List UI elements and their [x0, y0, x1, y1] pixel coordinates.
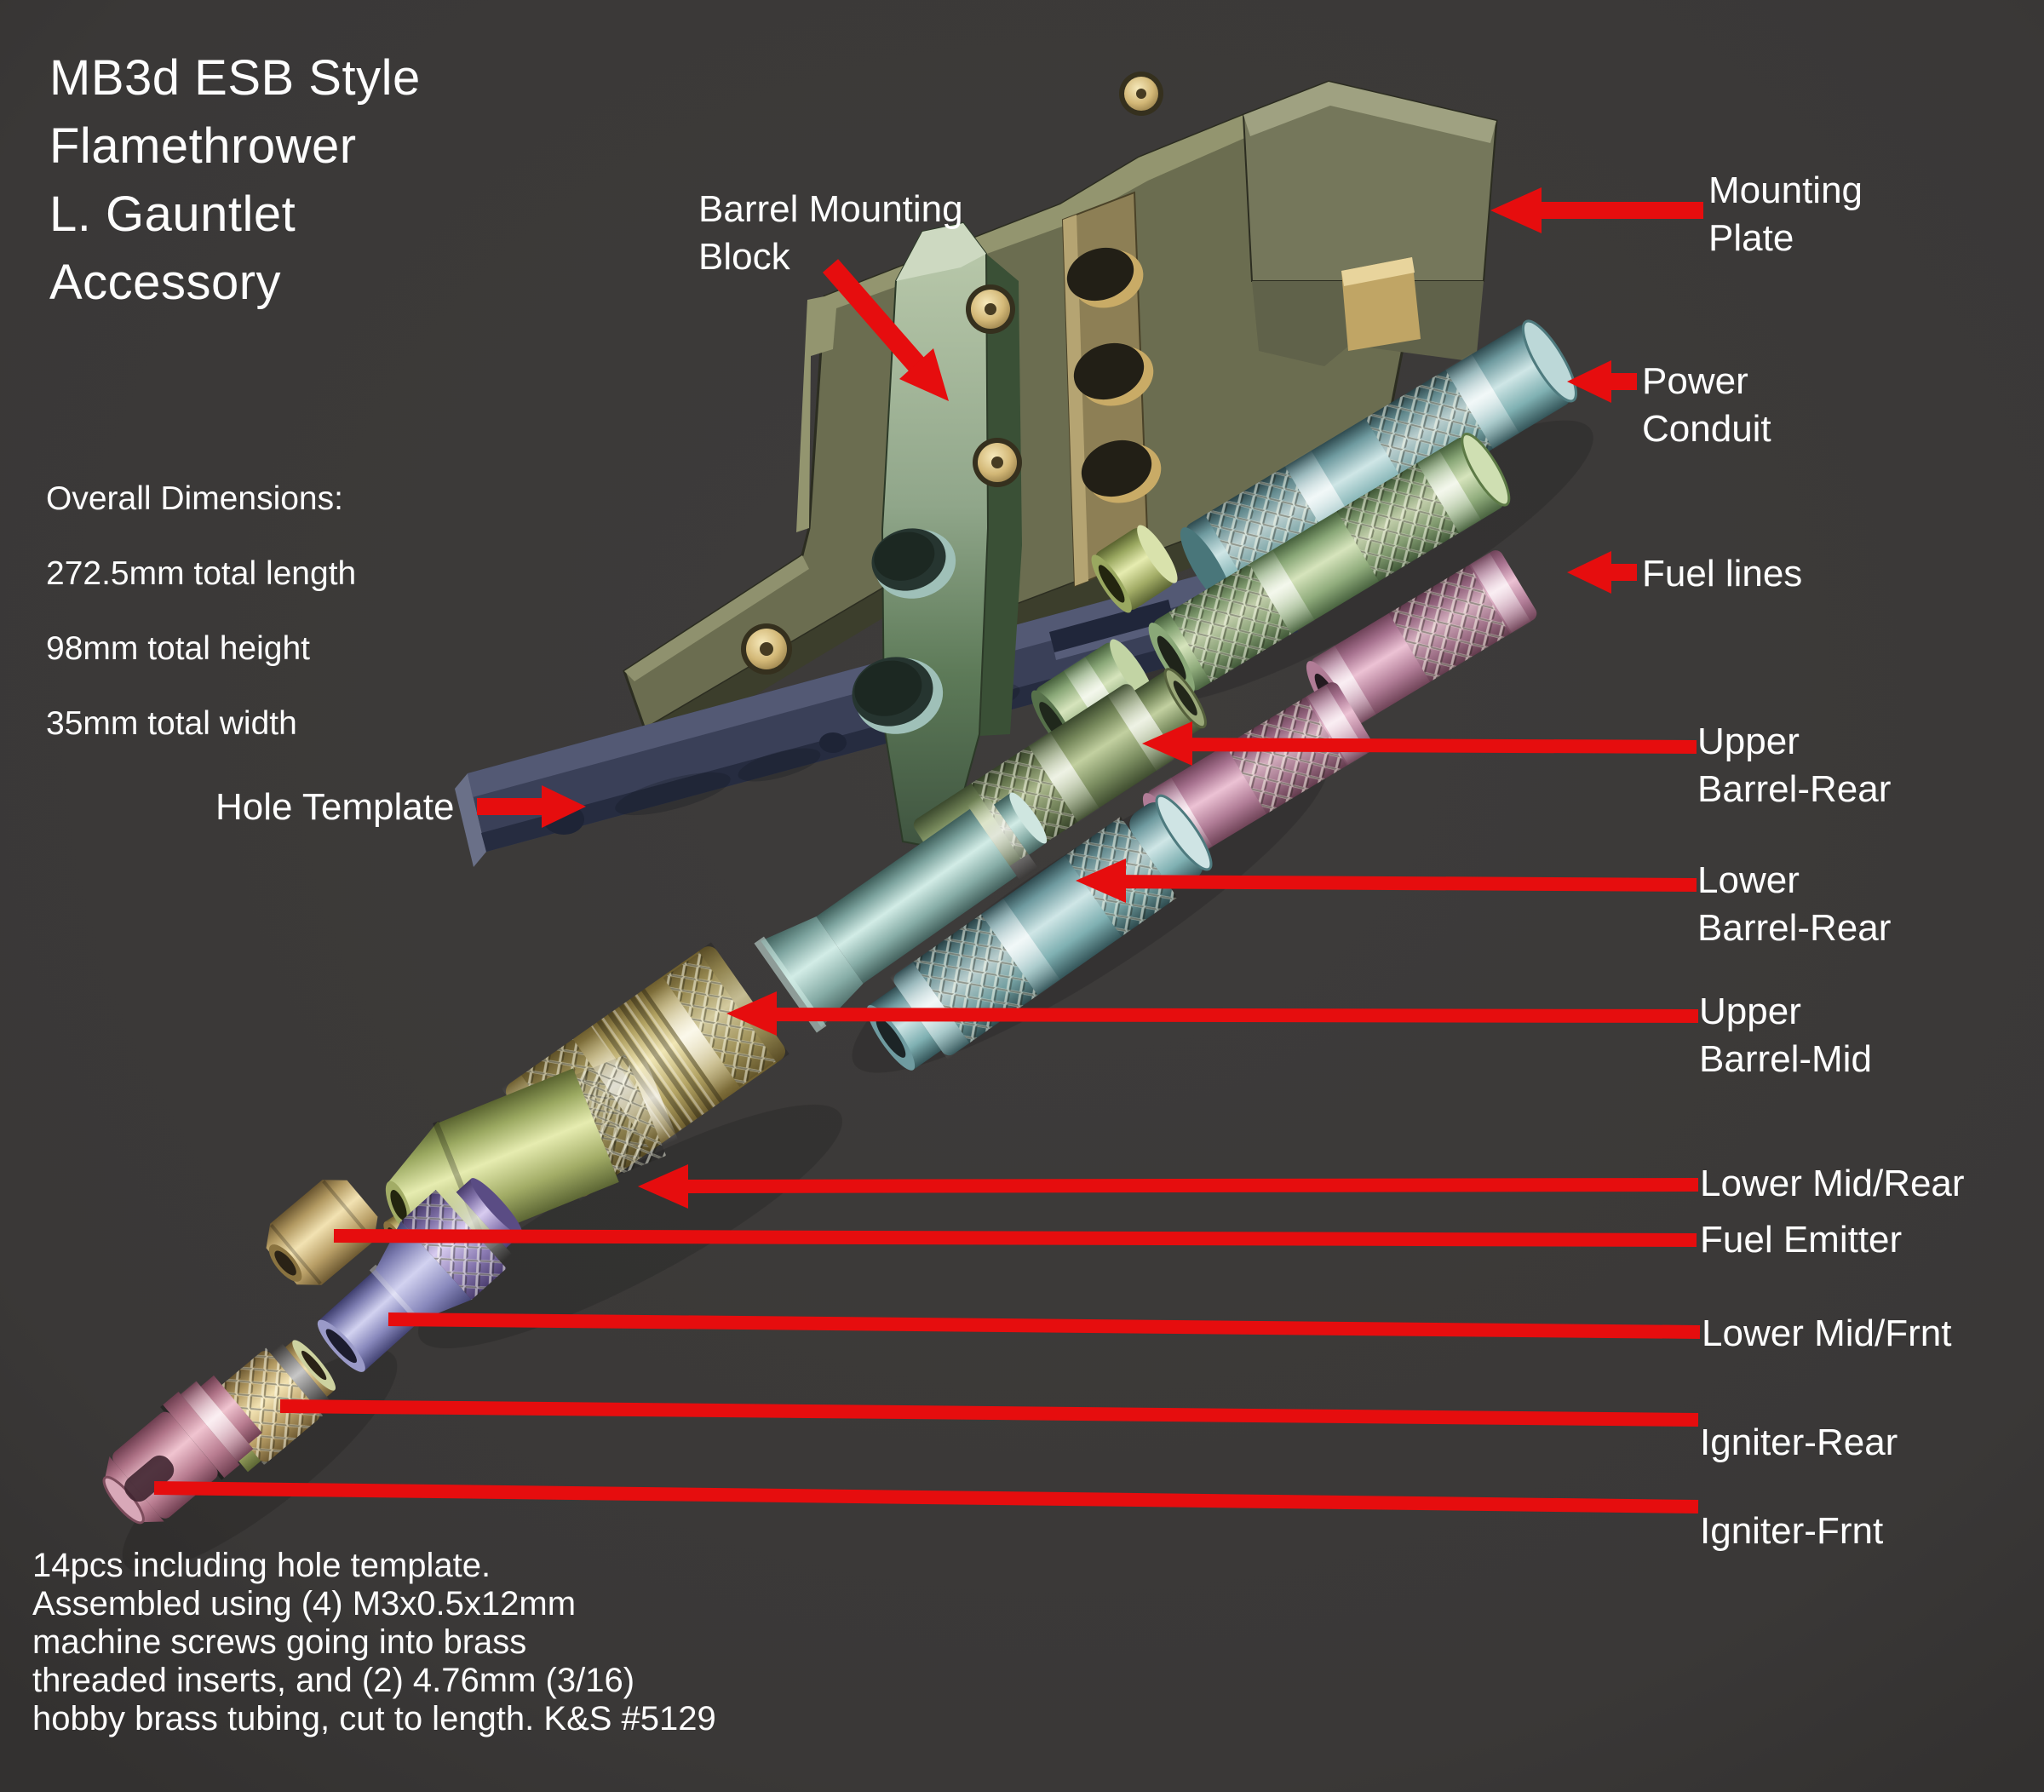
label-lower-mid-frnt: Lower Mid/Frnt: [1702, 1312, 1952, 1354]
label-mounting-plate: Mounting Plate: [1708, 169, 1863, 259]
red-line-igniter-frnt: [153, 1481, 1699, 1513]
label-hole-template: Hole Template: [215, 786, 455, 828]
pillar-holes: [1066, 247, 1162, 503]
red-arrowhead-power-conduit: [1567, 360, 1611, 403]
label-fuel-lines: Fuel lines: [1642, 553, 1803, 594]
label-upper-barrel-rear: Upper Barrel-Rear: [1697, 721, 1892, 810]
label-upper-barrel-mid: Upper Barrel-Mid: [1699, 991, 1872, 1080]
label-lower-mid-rear: Lower Mid/Rear: [1700, 1163, 1965, 1204]
red-arrowhead-mounting-plate: [1490, 187, 1542, 233]
dimensions-heading: Overall Dimensions:: [46, 480, 343, 517]
red-arrowhead-lower-barrel-rear: [1076, 859, 1126, 903]
wedge-top-bevel: [896, 223, 986, 281]
rear-washer-render: [1091, 525, 1178, 613]
template-slot: [1049, 600, 1174, 652]
red-arrow-upper-barrel-mid: [752, 1008, 1699, 1023]
plate-tan-block-top: [1341, 257, 1415, 286]
red-arrowhead-upper-barrel-rear: [1142, 721, 1192, 766]
red-line-igniter-rear: [279, 1399, 1699, 1427]
label-barrel-mounting-block: Barrel Mounting Block: [698, 188, 963, 278]
overall-dimensions: Overall Dimensions: 272.5mm total length…: [46, 443, 356, 780]
plate-pillar-highlight: [1063, 215, 1088, 586]
dimension-width: 35mm total width: [46, 705, 297, 742]
wedge-holes: [852, 528, 956, 734]
fuel-line-green-render: [1148, 432, 1511, 694]
dimension-length: 272.5mm total length: [46, 555, 357, 592]
annotation-arrows: [153, 187, 1703, 1513]
template-hole-2: [819, 732, 847, 753]
red-arrow-barrel-mounting-block: [822, 259, 927, 373]
label-igniter-frnt: Igniter-Frnt: [1700, 1510, 1884, 1552]
red-arrowhead-fuel-lines: [1567, 551, 1611, 594]
fuel-emitter-render: [266, 1180, 378, 1285]
label-fuel-emitter: Fuel Emitter: [1700, 1219, 1903, 1261]
template-edge: [455, 773, 486, 867]
label-power-conduit: Power Conduit: [1642, 360, 1771, 450]
plate-arm-top-edge: [624, 555, 809, 681]
assembly-notes: 14pcs including hole template. Assembled…: [32, 1547, 716, 1737]
plate-screws: [741, 72, 1163, 675]
red-line-lower-mid-frnt: [388, 1312, 1701, 1339]
label-lower-barrel-rear: Lower Barrel-Rear: [1697, 859, 1892, 949]
red-arrow-lower-barrel-rear: [1101, 875, 1697, 892]
red-arrow-lower-mid-rear: [663, 1178, 1699, 1193]
red-arrowhead-hole-template: [542, 785, 586, 828]
label-igniter-rear: Igniter-Rear: [1700, 1422, 1898, 1463]
red-arrow-upper-barrel-rear: [1168, 738, 1697, 754]
page-title: MB3d ESB Style Flamethrower L. Gauntlet …: [49, 50, 421, 310]
red-arrowhead-lower-mid-rear: [638, 1164, 688, 1209]
red-arrowhead-upper-barrel-mid: [726, 991, 777, 1036]
red-line-fuel-emitter: [333, 1229, 1697, 1247]
lower-mid-frnt-render: [317, 1178, 523, 1372]
red-arrowhead-barrel-mounting-block: [899, 348, 949, 401]
dimension-height: 98mm total height: [46, 630, 311, 667]
wedge-side: [979, 254, 1022, 736]
plate-top-right-block-top: [1243, 82, 1496, 143]
upper-barrel-connector-render: [754, 792, 1048, 1033]
